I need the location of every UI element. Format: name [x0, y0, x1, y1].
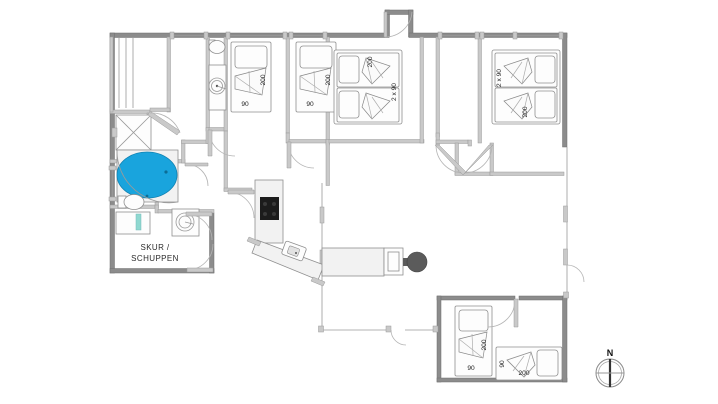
door-swings	[147, 11, 519, 328]
bathtub	[116, 151, 178, 199]
cooktop-icon	[260, 197, 279, 220]
toilet-icon-2	[208, 39, 226, 54]
bedroom-4-beds: 2 x 90 200	[491, 49, 561, 125]
bedroom5-bedA-length: 200	[481, 339, 488, 350]
kitchen-sink-icon	[281, 240, 307, 262]
bedroom5-bedB-length: 200	[518, 370, 529, 377]
compass-rose: N	[595, 348, 625, 388]
bedroom1-width-label: 90	[241, 101, 249, 108]
compass-north-label: N	[607, 348, 614, 358]
bedroom4-pair-label: 2 x 90	[496, 69, 503, 87]
bathroom-fixtures	[111, 114, 179, 235]
bedroom-1-bed: 200 90	[230, 41, 272, 113]
bedroom2-width-label: 90	[306, 101, 314, 108]
room-labels: SKUR / SCHUPPEN	[131, 243, 179, 263]
bedroom-2-bed: 200 90	[295, 41, 337, 113]
bedroom-3-beds: 200 2 x 90	[333, 49, 403, 125]
terrace-outline	[318, 147, 585, 346]
windows	[108, 31, 564, 202]
bedroom3-length-label: 200	[367, 56, 374, 67]
wood-stove-icon	[406, 251, 428, 273]
utility-room-label-line1: SKUR /	[140, 243, 169, 252]
toilet-icon	[117, 194, 145, 210]
bedroom5-bedA-width: 90	[467, 365, 475, 372]
washbasin-icon	[208, 64, 227, 111]
wc-fixtures	[208, 39, 227, 111]
kitchen	[246, 179, 428, 287]
refrigerator-icon	[115, 211, 151, 235]
bedroom4-length-label: 200	[522, 106, 529, 117]
bedroom-5-beds: 200 90 90 200	[454, 305, 563, 381]
bedroom1-length-label: 200	[260, 74, 267, 85]
bedroom2-length-label: 200	[325, 74, 332, 85]
bedroom5-bedB-width: 90	[499, 360, 506, 368]
utility-room-label-line2: SCHUPPEN	[131, 254, 179, 263]
bedroom3-pair-label: 2 x 90	[391, 83, 398, 101]
